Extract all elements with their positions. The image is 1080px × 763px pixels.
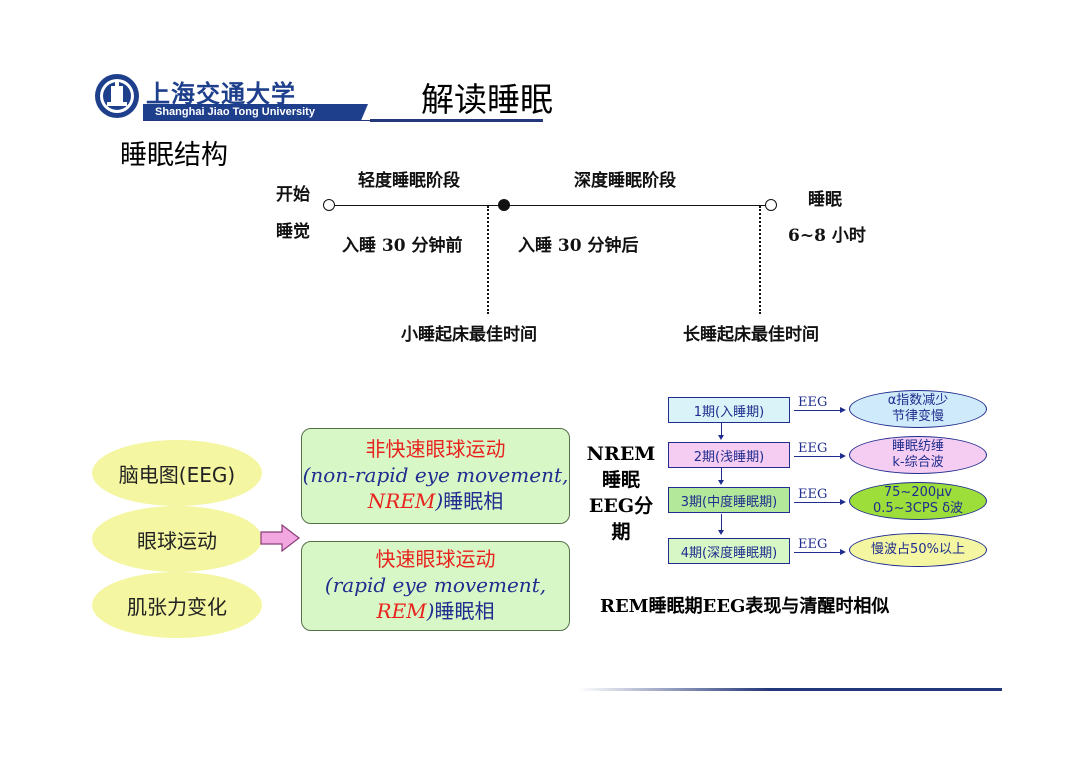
stage-2-result-line2: k-综合波 <box>892 455 944 470</box>
nrem-en-label: (non-rapid eye movement, <box>302 463 569 487</box>
header-rule <box>370 119 543 122</box>
indicator-muscle-tone: 肌张力变化 <box>92 572 262 638</box>
page-title: 解读睡眠 <box>421 80 553 119</box>
stage-3-box: 3期(中度睡眠期) <box>668 487 790 513</box>
stage-3-eeg: EEG <box>798 487 828 502</box>
stage-1-arrow-head-icon <box>840 407 846 413</box>
sjtu-emblem-icon <box>95 74 139 118</box>
timeline-axis <box>331 205 765 206</box>
stage-1-result-line1: α指数减少 <box>887 393 949 408</box>
stage-2-arrow-head-icon <box>840 453 846 459</box>
right-arrow-icon <box>260 524 300 552</box>
stage-2-result-line1: 睡眠纺缍 <box>891 439 944 454</box>
stage-4-result-line1: 慢波占50%以上 <box>871 542 965 557</box>
stage-3-result-line2: 0.5~3CPS δ波 <box>872 501 964 516</box>
timeline-deep-phase: 深度睡眠阶段 <box>574 171 676 191</box>
timeline-end-marker <box>765 199 777 211</box>
header-rule-thin <box>143 120 373 121</box>
nap-best-wake-label: 小睡起床最佳时间 <box>401 325 537 345</box>
rem-abbr: REM <box>376 599 427 623</box>
stage-4-arrow-line <box>794 552 844 553</box>
indicator-eye-movement: 眼球运动 <box>92 506 262 572</box>
stage-4-box: 4期(深度睡眠期) <box>668 538 790 564</box>
section-title: 睡眠结构 <box>120 140 228 171</box>
rem-eeg-note: REM睡眠期EEG表现与清醒时相似 <box>600 596 890 617</box>
nrem-cn-label: 非快速眼球运动 <box>365 437 506 461</box>
timeline-before-30: 入睡 30 分钟前 <box>342 236 463 256</box>
timeline-mid-marker <box>498 199 510 211</box>
nrem-eeg-stage-label: NREM 睡眠 EEG分期 <box>580 441 662 545</box>
timeline-after-30: 入睡 30 分钟后 <box>518 236 639 256</box>
rem-suffix: 睡眠相 <box>434 599 495 623</box>
university-name-en: Shanghai Jiao Tong University <box>155 106 315 118</box>
university-band <box>143 104 368 120</box>
stage-1-box: 1期(入睡期) <box>668 397 790 423</box>
nrem-suffix: 睡眠相 <box>443 489 504 513</box>
stage-connector-3 <box>721 514 722 532</box>
rem-phase-box: 快速眼球运动 (rapid eye movement, REM)睡眠相 <box>301 541 570 631</box>
stage-2-eeg: EEG <box>798 441 828 456</box>
rem-abbr-line: REM)睡眠相 <box>302 598 569 624</box>
stage-1-arrow-line <box>794 410 844 411</box>
timeline-start-marker <box>323 199 335 211</box>
nrem-label-line1: NREM <box>586 443 656 465</box>
stage-3-result-line1: 75~200μv <box>883 485 953 500</box>
stage-4-eeg: EEG <box>798 537 828 552</box>
nrem-label-line2: 睡眠 <box>601 469 640 491</box>
stage-connector-3-head-icon <box>718 530 724 535</box>
nrem-label-line3: EEG分期 <box>588 495 654 543</box>
footer-rule <box>578 688 1002 691</box>
stage-2-result: 睡眠纺缍 k-综合波 <box>849 436 987 474</box>
stage-1-result: α指数减少 节律变慢 <box>849 390 987 428</box>
stage-1-eeg: EEG <box>798 395 828 410</box>
rem-en-label: (rapid eye movement, <box>324 573 547 597</box>
rem-close-paren: ) <box>426 599 435 623</box>
university-name-cn: 上海交通大学 <box>146 79 296 108</box>
stage-3-result: 75~200μv 0.5~3CPS δ波 <box>849 482 987 520</box>
stage-connector-1 <box>721 423 722 437</box>
timeline-end-line1: 睡眠 <box>808 190 842 210</box>
timeline-light-phase: 轻度睡眠阶段 <box>358 171 460 191</box>
nrem-abbr-line: NREM)睡眠相 <box>302 488 569 514</box>
stage-connector-1-head-icon <box>718 435 724 440</box>
nrem-close-paren: ) <box>435 489 444 513</box>
stage-connector-2 <box>721 468 722 482</box>
stage-connector-2-head-icon <box>718 480 724 485</box>
stage-1-result-line2: 节律变慢 <box>891 409 944 424</box>
nrem-phase-box: 非快速眼球运动 (non-rapid eye movement, NREM)睡眠… <box>301 428 570 524</box>
timeline-start-line2: 睡觉 <box>276 222 310 242</box>
rem-cn-label: 快速眼球运动 <box>375 547 496 571</box>
stage-3-arrow-line <box>794 502 844 503</box>
stage-3-arrow-head-icon <box>840 499 846 505</box>
nrem-abbr: NREM <box>367 489 436 513</box>
stage-2-box: 2期(浅睡期) <box>668 442 790 468</box>
long-sleep-guide-line <box>759 206 761 314</box>
indicator-eeg: 脑电图(EEG) <box>92 440 262 506</box>
nap-guide-line <box>487 206 489 314</box>
long-best-wake-label: 长睡起床最佳时间 <box>683 325 819 345</box>
stage-4-arrow-head-icon <box>840 549 846 555</box>
stage-2-arrow-line <box>794 456 844 457</box>
timeline-end-line2: 6~8 小时 <box>788 226 866 246</box>
university-logo: 上海交通大学 Shanghai Jiao Tong University <box>93 72 373 122</box>
stage-4-result: 慢波占50%以上 <box>849 533 987 567</box>
timeline-start-line1: 开始 <box>276 185 310 205</box>
